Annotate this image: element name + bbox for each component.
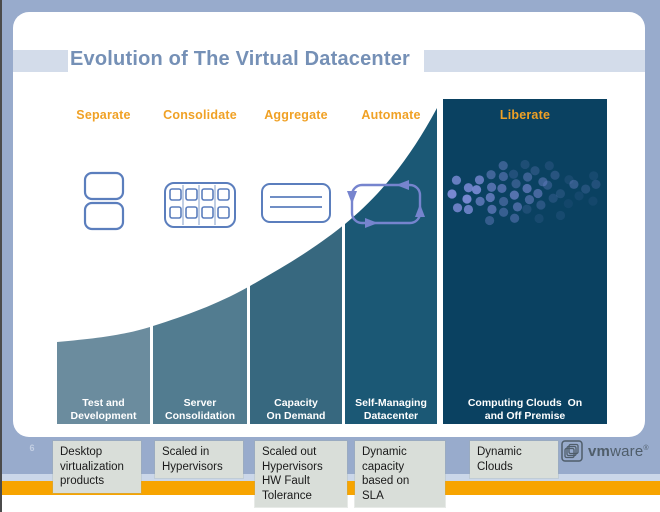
pooled-capacity-icon bbox=[261, 183, 331, 223]
slide-title: Evolution of The Virtual Datacenter bbox=[68, 45, 425, 75]
stage-label-capacity-on-demand: Capacity On Demand bbox=[266, 397, 326, 422]
vmware-logo: vmware® bbox=[561, 440, 649, 462]
note-dynamic-capacity-sla: Dynamic capacity based on SLA bbox=[355, 441, 445, 507]
stage-header-automate: Automate bbox=[361, 108, 421, 122]
consolidated-grid-icon bbox=[164, 182, 236, 228]
stage-header-liberate: Liberate bbox=[499, 108, 551, 122]
stage-header-consolidate: Consolidate bbox=[163, 108, 237, 122]
note-scaled-in-hypervisors: Scaled in Hypervisors bbox=[155, 441, 243, 478]
note-dynamic-clouds: Dynamic Clouds bbox=[470, 441, 558, 478]
window-edge bbox=[0, 0, 2, 512]
automation-cycle-icon bbox=[347, 180, 425, 228]
vmware-boxes-icon bbox=[561, 440, 583, 462]
stage-header-separate: Separate bbox=[76, 108, 131, 122]
page-number: 6 bbox=[29, 443, 35, 453]
growth-curve-segment-aggregate bbox=[250, 226, 342, 424]
slide: Evolution of The Virtual Datacenter Sepa… bbox=[13, 12, 645, 437]
note-desktop-virtualization: Desktop virtualization products bbox=[53, 441, 141, 493]
growth-curve-segment-consolidate bbox=[153, 287, 247, 424]
stage-label-test-development: Test and Development bbox=[70, 397, 137, 422]
growth-curve-chart bbox=[57, 99, 607, 424]
vmware-wordmark: vmware® bbox=[588, 442, 649, 460]
two-separate-boxes-icon bbox=[83, 171, 125, 231]
stage-label-server-consolidation: Server Consolidation bbox=[165, 397, 235, 422]
growth-curve-segment-separate bbox=[57, 326, 150, 424]
stage-label-self-managing: Self-Managing Datacenter bbox=[355, 397, 427, 422]
note-scaled-out-hypervisors: Scaled out Hypervisors HW Fault Toleranc… bbox=[255, 441, 347, 507]
dispersing-dots-icon bbox=[447, 159, 601, 226]
liberate-panel bbox=[443, 99, 607, 424]
stage-header-aggregate: Aggregate bbox=[264, 108, 328, 122]
stage-label-computing-clouds: Computing Clouds On and Off Premise bbox=[467, 397, 583, 422]
